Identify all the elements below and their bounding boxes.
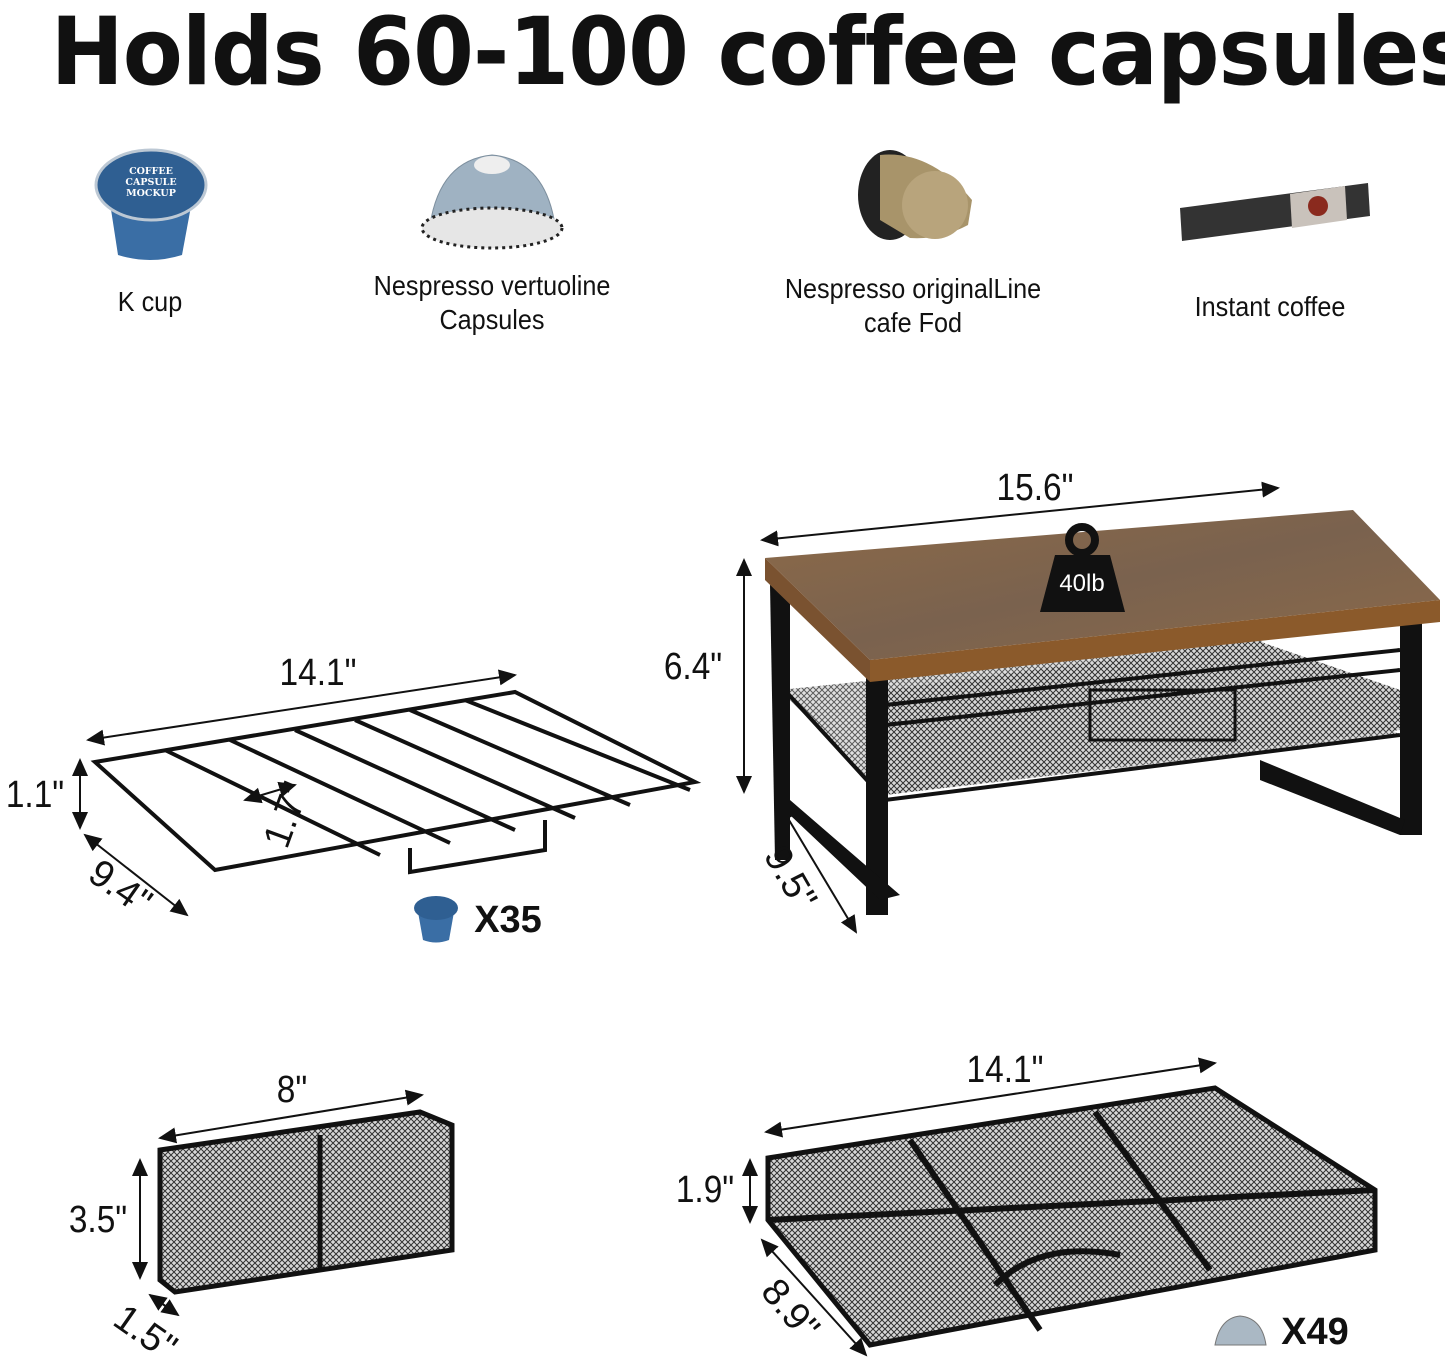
original-capsule-icon bbox=[858, 150, 972, 240]
wire-rack-illustration bbox=[72, 669, 702, 917]
capsule-label-k-cup: K cup bbox=[117, 286, 183, 317]
load-capacity: 40lb bbox=[1059, 570, 1105, 597]
capsule-label-instant: Instant coffee bbox=[1194, 291, 1346, 322]
stand-width: 15.6" bbox=[996, 467, 1074, 509]
rack-width: 14.1" bbox=[279, 652, 357, 694]
rack-height: 1.1" bbox=[5, 774, 65, 816]
mesh-drawer-illustration bbox=[742, 1057, 1378, 1357]
weight-icon bbox=[1040, 523, 1125, 612]
rack-capacity: X35 bbox=[474, 899, 542, 941]
drawer-width: 14.1" bbox=[966, 1049, 1044, 1091]
vertuo-capsule-icon bbox=[420, 154, 564, 250]
stand-height: 6.4" bbox=[663, 646, 723, 688]
vertuo-small-icon bbox=[1214, 1315, 1267, 1346]
k-cup-small-icon bbox=[414, 896, 458, 943]
headline: Holds 60-100 coffee capsules bbox=[50, 0, 1445, 107]
drawer-height: 1.9" bbox=[675, 1169, 735, 1211]
drawer-capacity: X49 bbox=[1281, 1311, 1349, 1353]
instant-coffee-stick-icon bbox=[1180, 183, 1370, 241]
coffee-stand-illustration bbox=[736, 481, 1440, 934]
k-cup-icon bbox=[94, 148, 208, 260]
basket-height: 3.5" bbox=[68, 1199, 128, 1241]
side-basket-illustration bbox=[132, 1089, 455, 1317]
k-cup-logo-text: COFFEE CAPSULE MOCKUP bbox=[125, 166, 177, 199]
basket-width: 8" bbox=[276, 1069, 308, 1111]
